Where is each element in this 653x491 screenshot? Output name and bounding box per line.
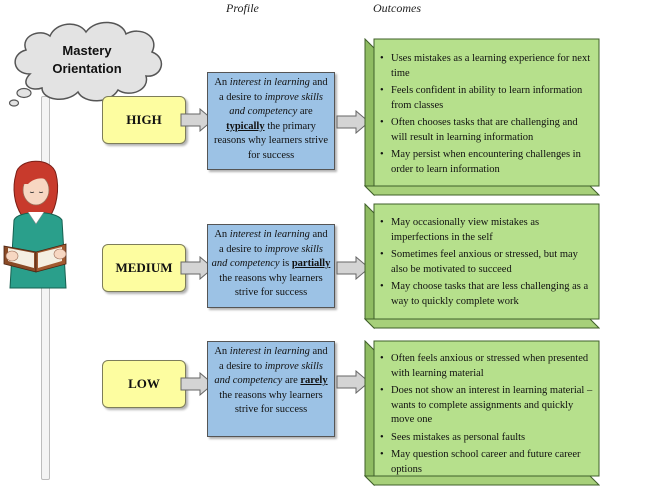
reading-girl-icon bbox=[3, 160, 67, 289]
outcome-item: Often feels anxious or stressed when pre… bbox=[378, 352, 596, 381]
profile-emphasis: partially bbox=[291, 258, 331, 269]
cloud-title-line1: Mastery bbox=[62, 43, 112, 58]
outcome-item: May choose tasks that are less challengi… bbox=[378, 280, 596, 309]
outcome-list-high: Uses mistakes as a learning experience f… bbox=[378, 52, 596, 180]
outcome-list-low: Often feels anxious or stressed when pre… bbox=[378, 352, 596, 480]
outcome-item: May question school career and future ca… bbox=[378, 448, 596, 477]
cloud-title: Mastery Orientation bbox=[40, 42, 134, 78]
arrow-right-icon bbox=[336, 256, 370, 280]
profile-box-low: An interest in learning and a desire to … bbox=[207, 341, 335, 437]
profile-text: An bbox=[214, 229, 230, 240]
profile-em: improve skills and competency bbox=[229, 91, 323, 118]
level-medium: MEDIUM bbox=[102, 244, 186, 292]
outcomes-column-header: Outcomes bbox=[373, 1, 421, 15]
profile-em: improve skills and competency bbox=[211, 243, 323, 270]
profile-text: and a desire to bbox=[218, 346, 328, 372]
arrow-right-icon bbox=[336, 370, 370, 394]
profile-text: and a desire to bbox=[218, 77, 328, 103]
thought-cloud-icon bbox=[8, 21, 163, 107]
outcome-item: Feels confident in ability to learn info… bbox=[378, 84, 596, 113]
level-high: HIGH bbox=[102, 96, 186, 144]
arrow-right-icon bbox=[180, 108, 214, 132]
profile-text: the primary reasons why learners strive … bbox=[213, 120, 328, 161]
outcome-item: Uses mistakes as a learning experience f… bbox=[378, 52, 596, 81]
profile-text: the reasons why learners strive for succ… bbox=[219, 272, 323, 299]
profile-text: and a desire to bbox=[218, 229, 328, 255]
arrow-right-icon bbox=[180, 256, 214, 280]
profile-text: the reasons why learners strive for succ… bbox=[219, 389, 323, 416]
outcome-item: Sometimes feel anxious or stressed, but … bbox=[378, 248, 596, 277]
profile-text: An bbox=[214, 346, 230, 357]
profile-emphasis: typically bbox=[226, 120, 265, 132]
profile-text: are bbox=[282, 375, 301, 386]
profile-emphasis: rarely bbox=[300, 375, 328, 386]
outcome-list-medium: May occasionally view mistakes as imperf… bbox=[378, 216, 596, 312]
arrow-right-icon bbox=[180, 372, 214, 396]
profile-em: interest in learning bbox=[229, 346, 310, 357]
outcome-item: Does not show an interest in learning ma… bbox=[378, 384, 596, 428]
outcome-item: Sees mistakes as personal faults bbox=[378, 431, 596, 446]
profile-box-medium: An interest in learning and a desire to … bbox=[207, 224, 335, 308]
outcome-item: May persist when encountering challenges… bbox=[378, 148, 596, 177]
profile-em: interest in learning bbox=[229, 229, 310, 240]
profile-em: interest in learning bbox=[229, 77, 310, 88]
profile-em: improve skills and competency bbox=[214, 360, 323, 387]
profile-text: An bbox=[214, 77, 230, 88]
cloud-title-line2: Orientation bbox=[52, 61, 122, 76]
outcome-item: May occasionally view mistakes as imperf… bbox=[378, 216, 596, 245]
profile-text: is bbox=[279, 258, 292, 269]
outcome-item: Often chooses tasks that are challenging… bbox=[378, 116, 596, 145]
arrow-right-icon bbox=[336, 110, 370, 134]
profile-box-high: An interest in learning and a desire to … bbox=[207, 72, 335, 170]
profile-column-header: Profile bbox=[226, 1, 259, 15]
level-low: LOW bbox=[102, 360, 186, 408]
profile-text: are bbox=[297, 106, 313, 117]
